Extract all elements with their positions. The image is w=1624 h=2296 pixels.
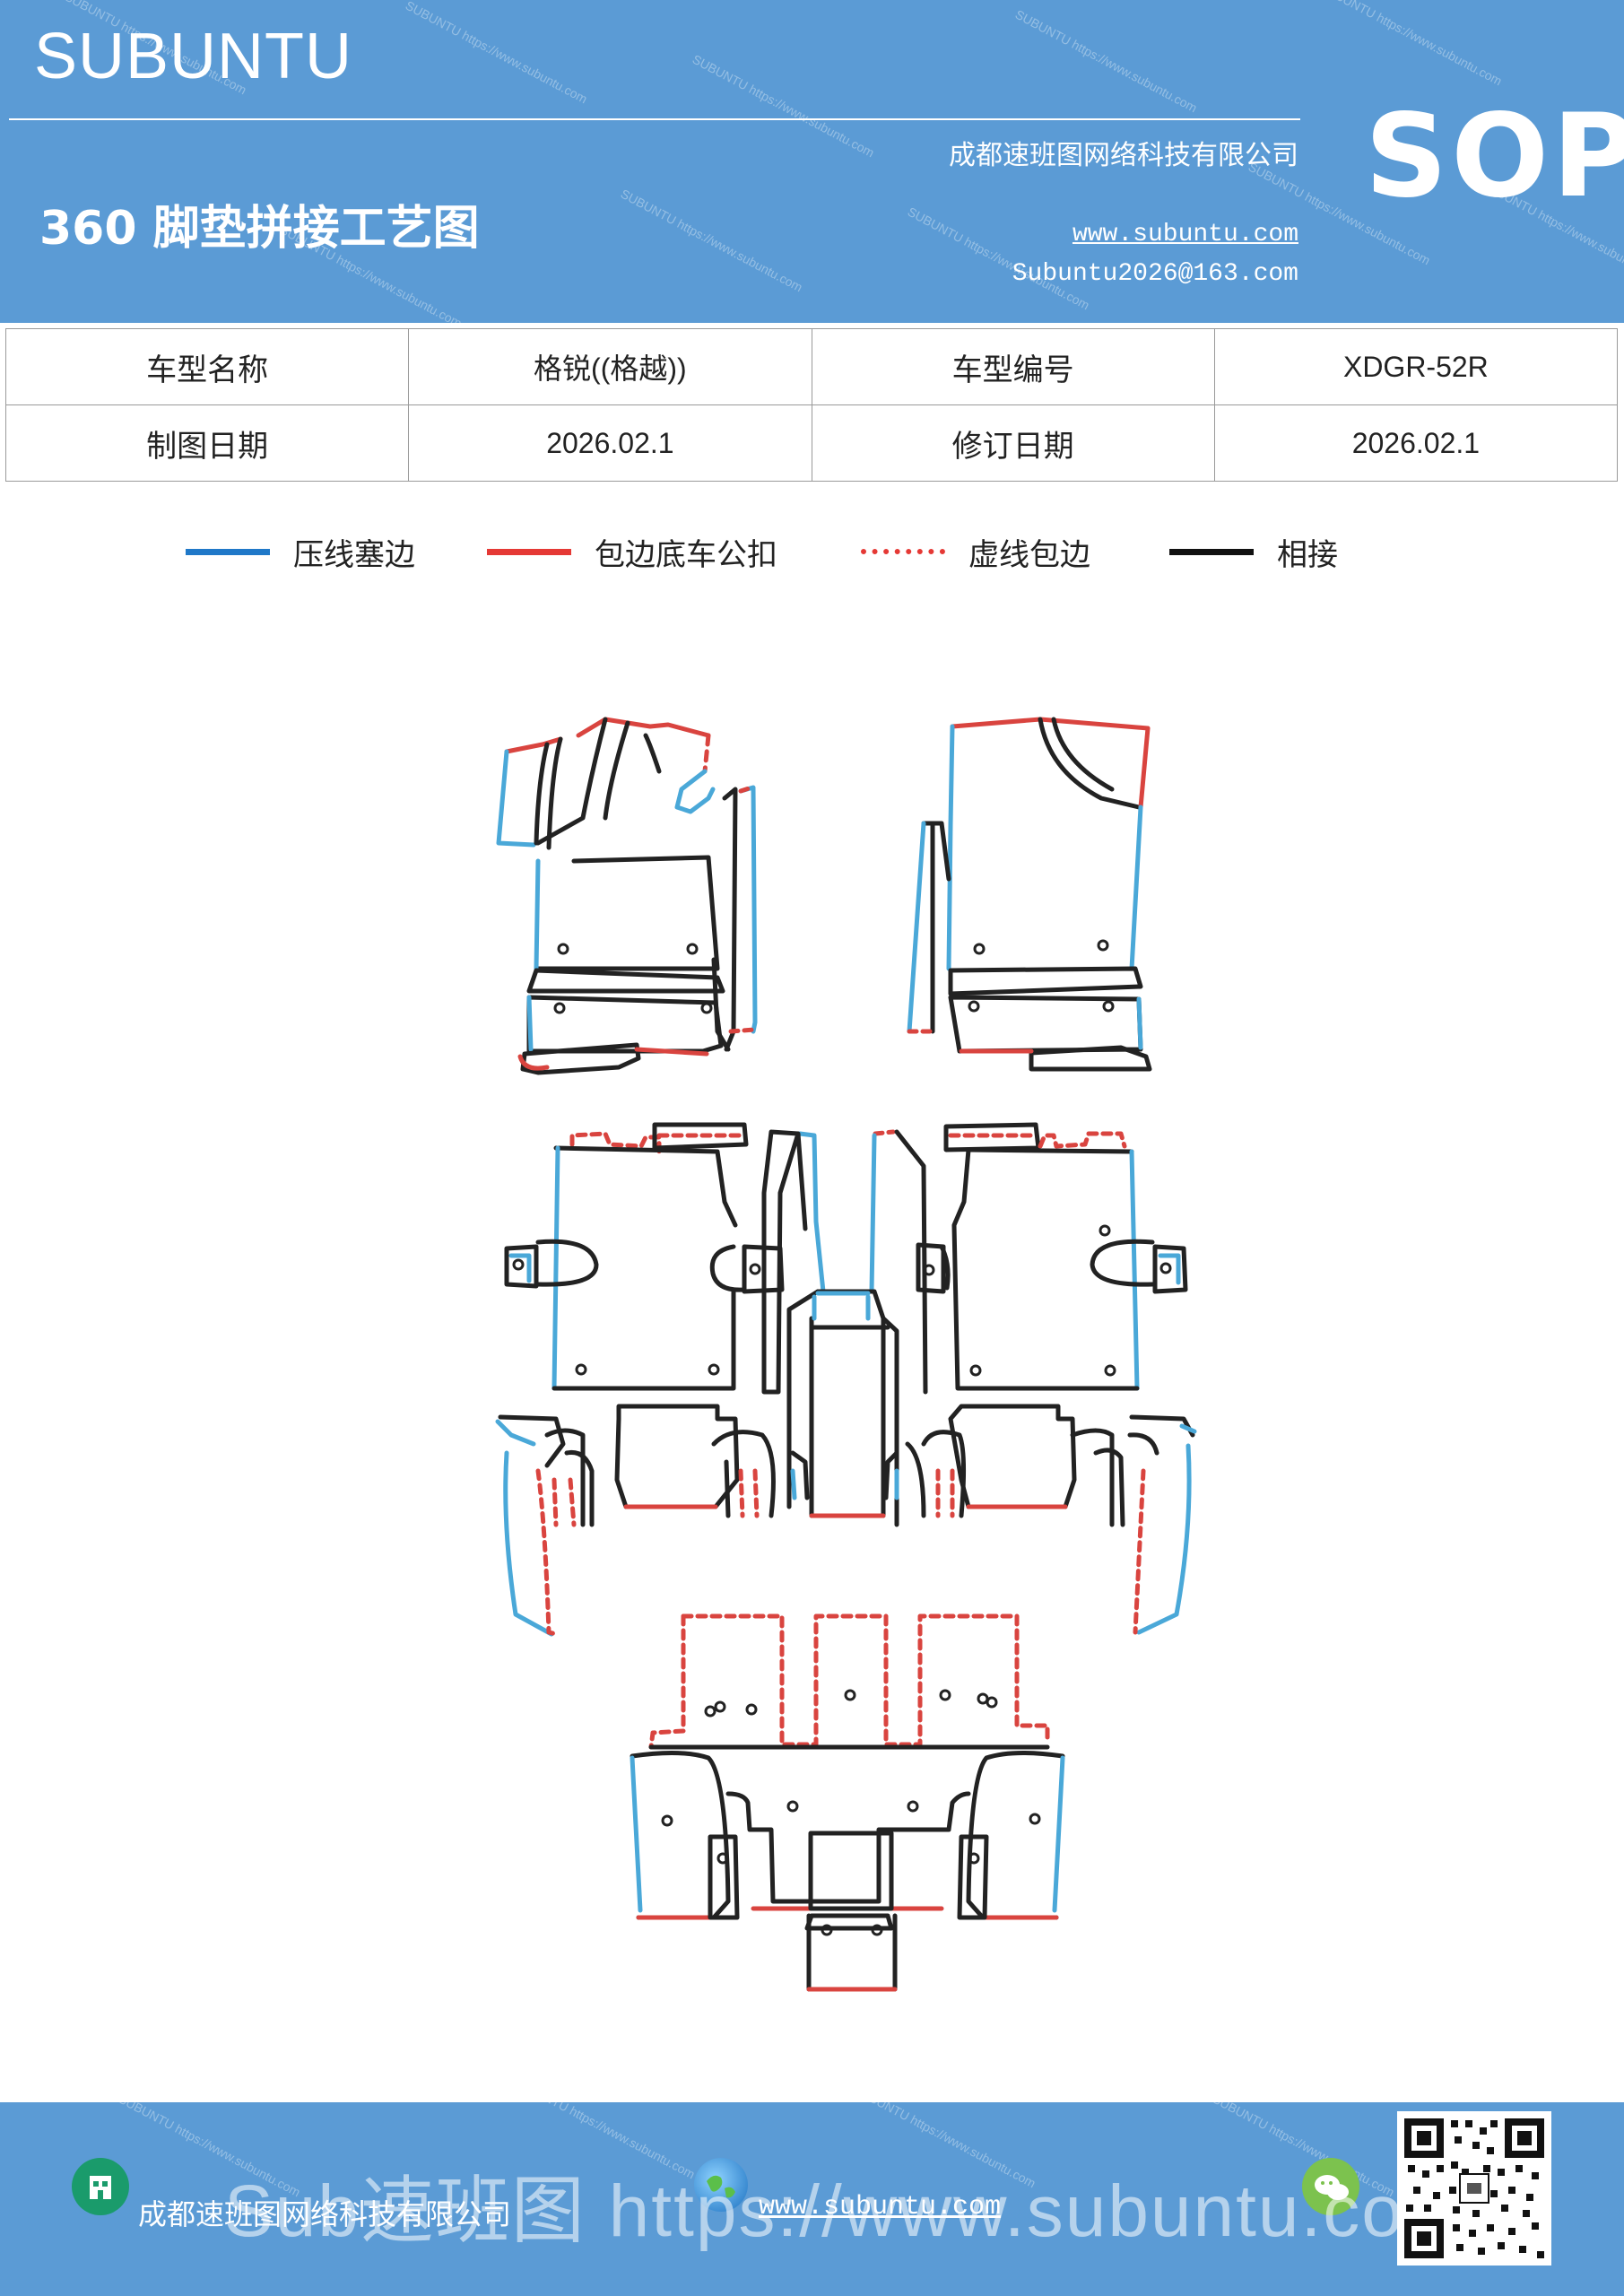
second-row-lower-right-mat xyxy=(883,1404,1197,1635)
wechat-icon xyxy=(1302,2158,1359,2215)
page-title: 360 脚垫拼接工艺图 xyxy=(39,202,480,256)
second-row-center-mat xyxy=(761,1129,928,1527)
vehicle-info-table: 车型名称 格锐((格越)) 车型编号 XDGR-52R 制图日期 2026.02… xyxy=(4,328,1619,482)
legend-swatch-black xyxy=(1169,548,1254,555)
second-row-lower-left-mat xyxy=(495,1404,810,1637)
front-right-mat xyxy=(907,717,1152,1072)
building-icon xyxy=(72,2158,129,2215)
legend-label: 相接 xyxy=(1277,536,1338,573)
brand-logo-text: SUBUNTU xyxy=(34,21,353,92)
legend-item: 相接 xyxy=(1169,529,1338,574)
qr-code xyxy=(1397,2111,1551,2266)
front-left-mat xyxy=(496,717,758,1075)
legend-swatch-red xyxy=(487,548,571,555)
label-revision-date: 修订日期 xyxy=(811,404,1215,482)
legend-swatch-blue xyxy=(186,548,270,555)
value-revision-date: 2026.02.1 xyxy=(1213,404,1619,482)
label-model-code: 车型编号 xyxy=(811,328,1215,405)
label-model-name: 车型名称 xyxy=(4,328,410,405)
value-drawing-date: 2026.02.1 xyxy=(408,404,812,482)
qr-code-image xyxy=(1404,2118,1544,2258)
value-model-name: 格锐((格越)) xyxy=(408,328,812,405)
legend-label: 压线塞边 xyxy=(293,536,415,573)
website-link[interactable]: www.subuntu.com xyxy=(1072,221,1298,248)
footer-overlay-text: Sub速班图 https://www.subuntu.com xyxy=(224,2170,1468,2252)
legend-item: 包边底车公扣 xyxy=(487,529,777,574)
legend-swatch-red-dashed xyxy=(861,549,945,554)
header-banner: SUBUNTU https://www.subuntu.com SUBUNTU … xyxy=(0,0,1624,323)
footer-banner: SUBUNTU https://www.subuntu.com SUBUNTU … xyxy=(0,2102,1624,2296)
rear-mat xyxy=(630,1613,1065,1992)
label-drawing-date: 制图日期 xyxy=(4,404,410,482)
footer-website-link[interactable]: www.subuntu.com xyxy=(759,2192,1002,2222)
line-legend: 压线塞边 包边底车公扣 虚线包边 相接 xyxy=(0,529,1624,574)
table-row: 车型名称 格锐((格越)) 车型编号 XDGR-52R xyxy=(4,328,1619,405)
header-divider xyxy=(9,118,1300,120)
globe-icon xyxy=(694,2158,748,2212)
legend-label: 虚线包边 xyxy=(968,536,1090,573)
legend-label: 包边底车公扣 xyxy=(595,536,777,573)
table-row: 制图日期 2026.02.1 修订日期 2026.02.1 xyxy=(4,404,1619,482)
company-name: 成都速班图网络科技有限公司 xyxy=(949,140,1298,171)
sop-label: SOP xyxy=(1365,90,1624,223)
email-address: Subuntu2026@163.com xyxy=(1012,260,1298,288)
legend-item: 压线塞边 xyxy=(186,529,415,574)
value-model-code: XDGR-52R xyxy=(1213,328,1619,405)
legend-item: 虚线包边 xyxy=(861,529,1090,574)
footer-company-name: 成都速班图网络科技有限公司 xyxy=(138,2197,512,2231)
second-row-right-mat xyxy=(916,1122,1188,1391)
second-row-left-mat xyxy=(504,1122,785,1391)
